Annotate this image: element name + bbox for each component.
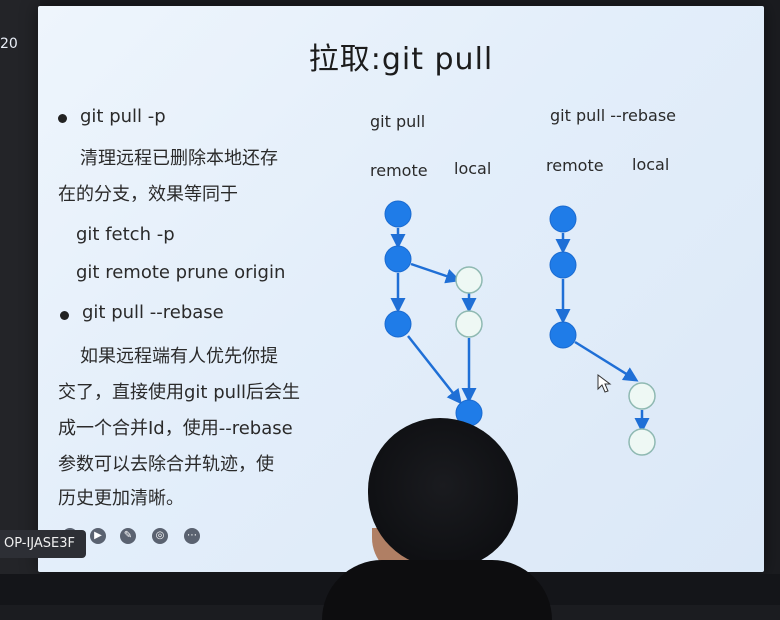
bullet-icon xyxy=(58,114,67,123)
text-line: 如果远程端有人优先你提 xyxy=(80,346,278,367)
commit-node xyxy=(628,382,656,410)
text-line: 参数可以去除合并轨迹，使 xyxy=(58,454,274,475)
commit-node xyxy=(384,310,412,338)
commit-node xyxy=(384,200,412,228)
text-line: 历史更加清晰。 xyxy=(58,488,184,509)
commit-graph xyxy=(384,200,656,456)
slide-number: 20 xyxy=(0,36,18,52)
bullet-git-pull-rebase: git pull --rebase xyxy=(82,302,224,323)
pen-icon[interactable]: ✎ xyxy=(120,528,136,544)
slide-title: 拉取:git pull xyxy=(308,42,494,77)
person-head xyxy=(368,418,518,568)
column-label-local: local xyxy=(632,155,670,174)
text-line: git remote prune origin xyxy=(76,262,286,283)
more-icon[interactable]: ⋯ xyxy=(184,528,200,544)
commit-node xyxy=(549,205,577,233)
column-label-remote: remote xyxy=(546,156,604,175)
commit-node xyxy=(455,310,483,338)
play-icon[interactable]: ▶ xyxy=(90,528,106,544)
edge xyxy=(574,340,639,382)
bullet-icon xyxy=(60,311,69,320)
commit-node xyxy=(628,428,656,456)
diagram-title-git-pull: git pull xyxy=(370,112,426,131)
text-line: 清理远程已删除本地还存 xyxy=(80,148,278,169)
column-label-remote: remote xyxy=(370,161,428,180)
device-tag: OP-IJASE3F xyxy=(0,530,86,558)
commit-node xyxy=(549,251,577,279)
text-line: git fetch -p xyxy=(76,224,175,245)
edge xyxy=(410,262,461,284)
capture-icon[interactable]: ◎ xyxy=(152,528,168,544)
commit-node xyxy=(384,245,412,273)
commit-node xyxy=(549,321,577,349)
bullet-git-pull-p: git pull -p xyxy=(80,106,166,127)
edge xyxy=(407,335,462,405)
text-line: 在的分支，效果等同于 xyxy=(58,184,238,205)
commit-node xyxy=(455,266,483,294)
column-label-local: local xyxy=(454,159,492,178)
left-bezel xyxy=(0,0,40,605)
mouse-cursor-icon xyxy=(597,374,612,393)
person-shoulders xyxy=(322,560,552,620)
text-line: 交了，直接使用git pull后会生 xyxy=(58,382,301,403)
diagram-title-git-pull-rebase: git pull --rebase xyxy=(550,106,676,125)
text-line: 成一个合并Id，使用--rebase xyxy=(58,418,293,439)
